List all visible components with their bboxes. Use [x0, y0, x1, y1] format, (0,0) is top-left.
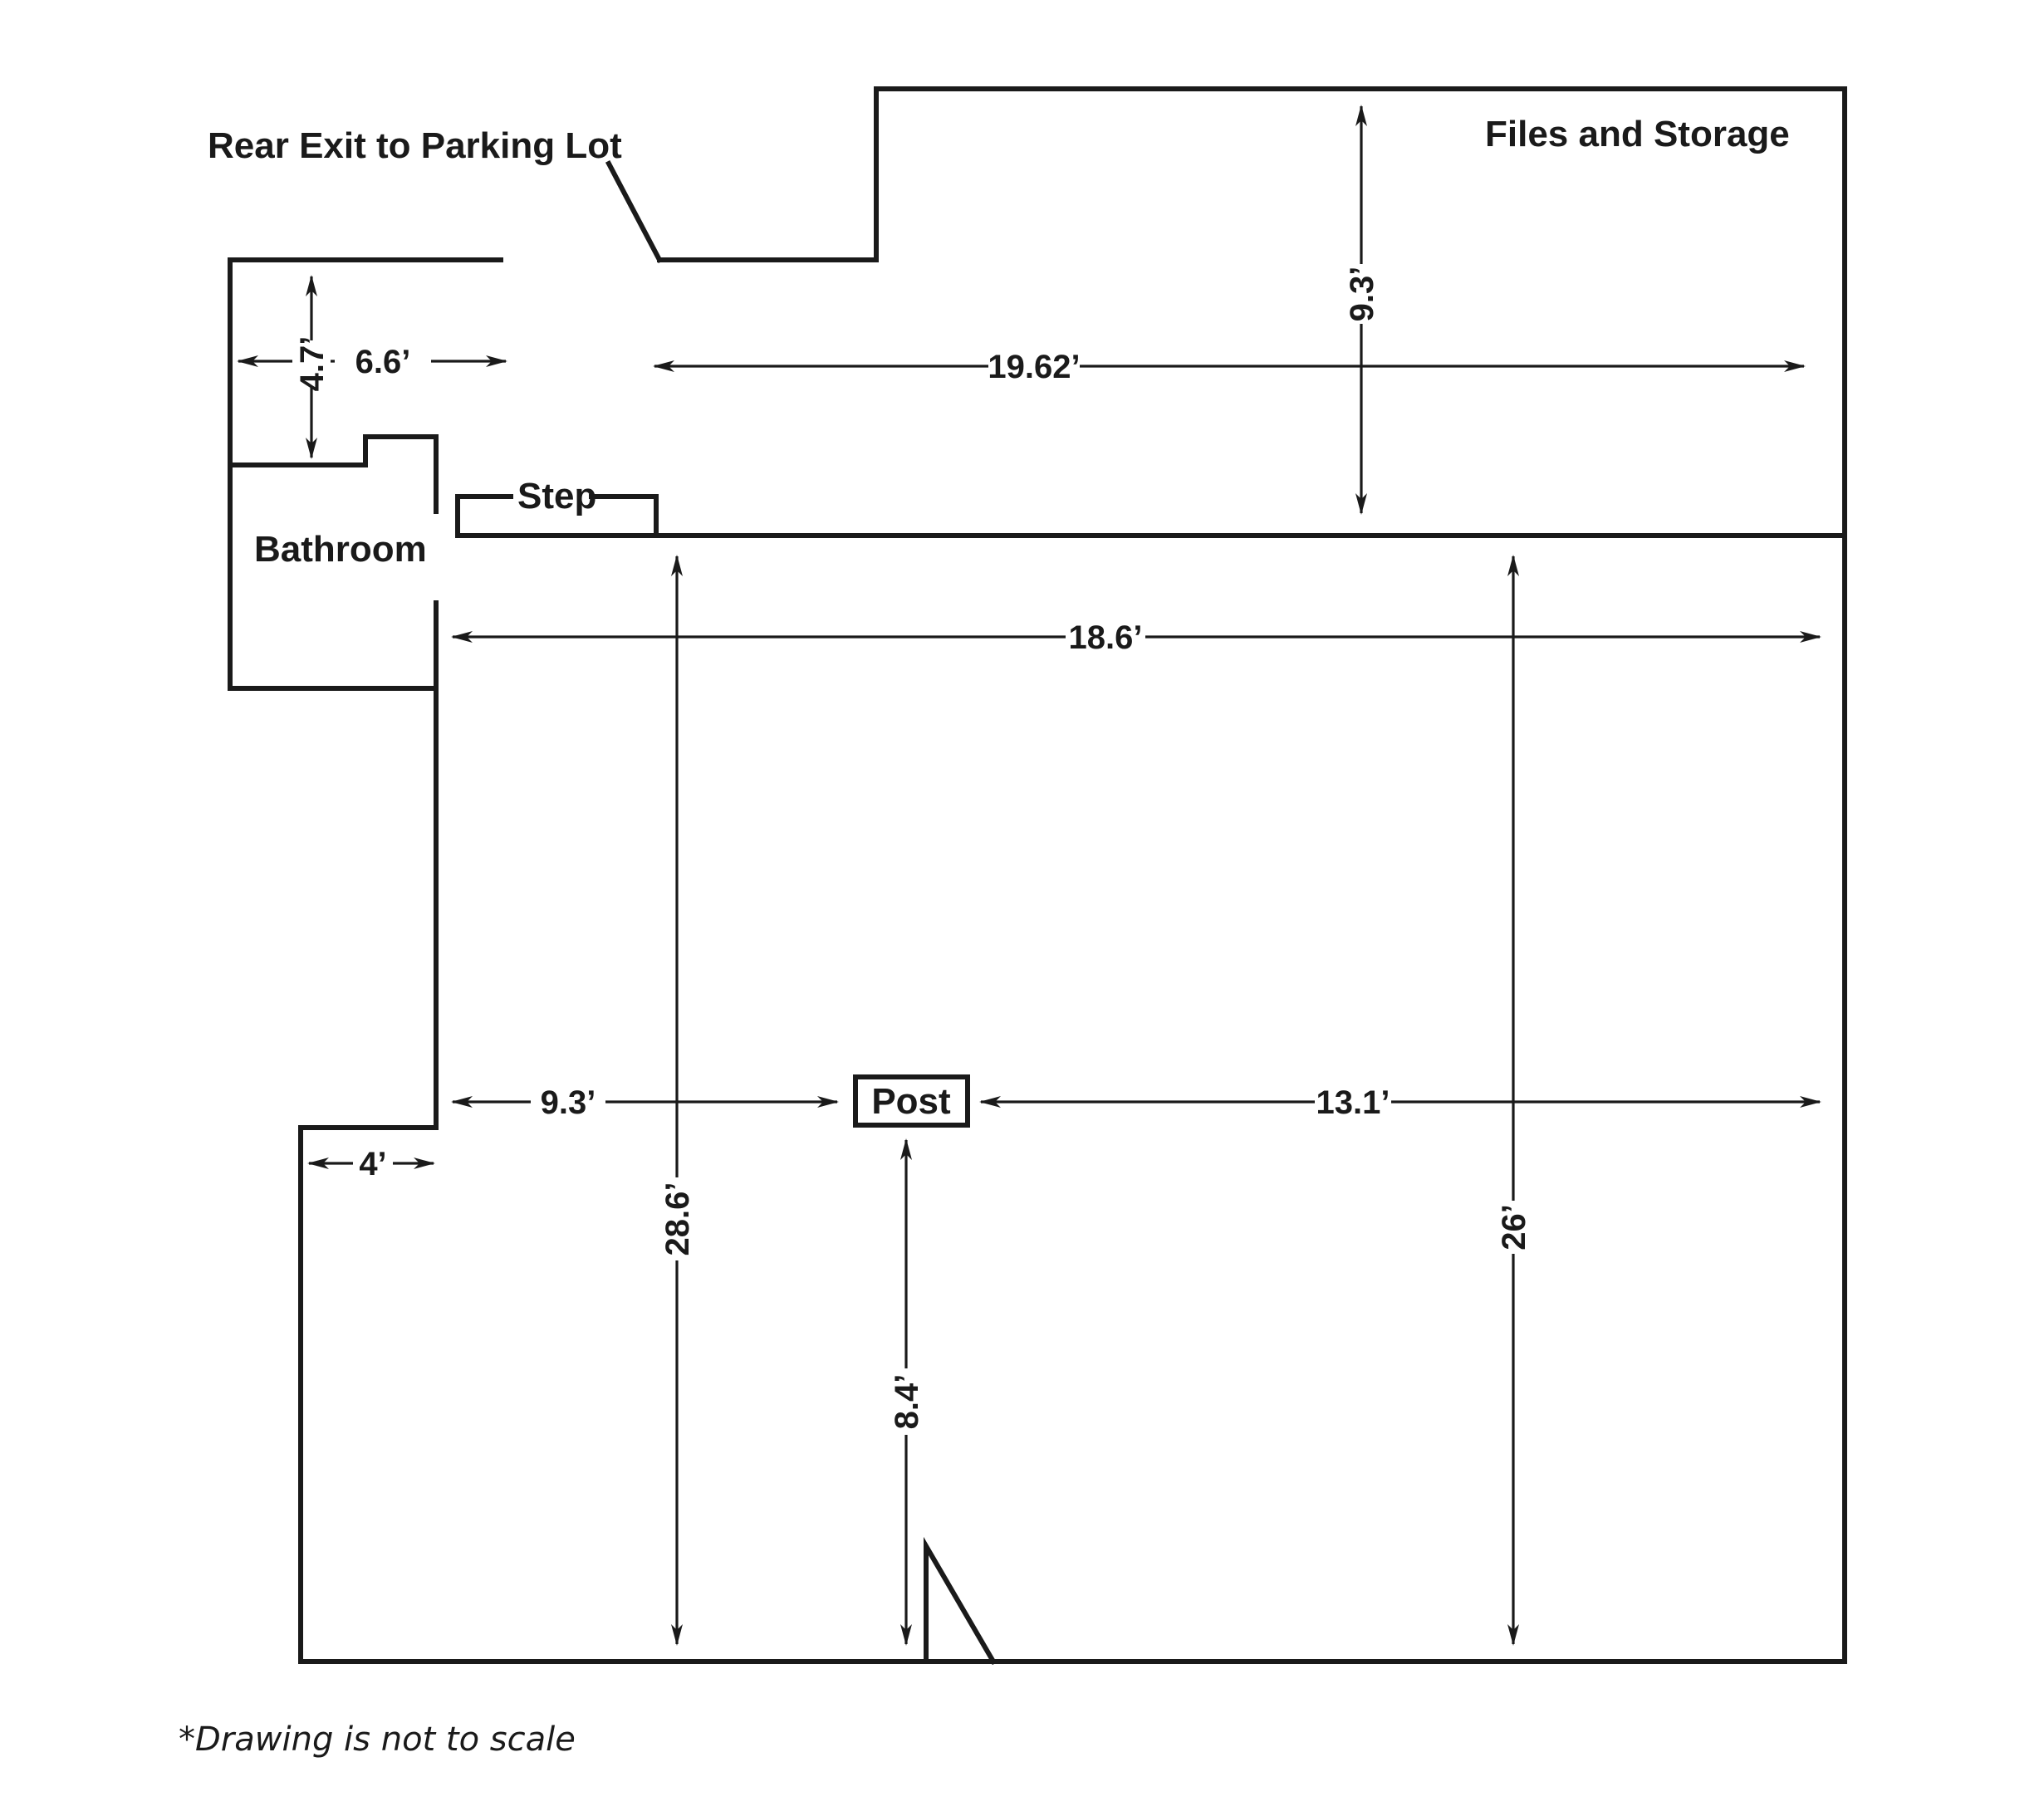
dim-label-main-right-height: 26’ — [1496, 1204, 1532, 1250]
dim-label-main-left-height: 28.6’ — [659, 1182, 696, 1256]
dim-label-hall-width: 6.6’ — [355, 344, 411, 380]
room-labels: Rear Exit to Parking Lot Files and Stora… — [208, 114, 1790, 1122]
post-label: Post — [871, 1081, 951, 1122]
step-outline — [455, 494, 513, 538]
front-door — [924, 1536, 997, 1666]
main-room-left-wall — [298, 600, 439, 1664]
dim-label-left-to-post: 9.3’ — [541, 1084, 596, 1121]
dim-label-storage-height: 9.3’ — [1344, 267, 1380, 322]
dimension-labels: 6.6’ 4.7’ 19.62’ 9.3’ 18.6’ 9.3’ 13.1’ 4… — [292, 264, 1532, 1435]
post-box — [853, 1074, 970, 1128]
step-label: Step — [517, 476, 596, 516]
rear-exit-label: Rear Exit to Parking Lot — [208, 125, 622, 166]
scale-note: *Drawing is not to scale — [179, 1720, 576, 1759]
bathroom-wall — [228, 257, 439, 691]
rear-exit-door — [605, 159, 664, 264]
dim-label-main-width: 18.6’ — [1069, 619, 1143, 656]
dim-label-storage-width: 19.62’ — [988, 349, 1080, 385]
dim-label-entry-offset: 4’ — [359, 1146, 386, 1182]
bathroom-label: Bathroom — [254, 529, 427, 570]
dim-label-post-to-front: 8.4’ — [889, 1374, 925, 1430]
dim-label-hall-height: 4.7’ — [294, 336, 331, 392]
storage-room-wall — [657, 86, 1847, 1664]
walls — [228, 86, 1847, 1666]
dimension-lines — [237, 105, 1821, 1646]
files-storage-label: Files and Storage — [1485, 114, 1790, 154]
bathroom-notch — [363, 434, 439, 514]
step-outline-right — [589, 494, 659, 538]
dim-label-post-to-right: 13.1’ — [1316, 1084, 1390, 1121]
